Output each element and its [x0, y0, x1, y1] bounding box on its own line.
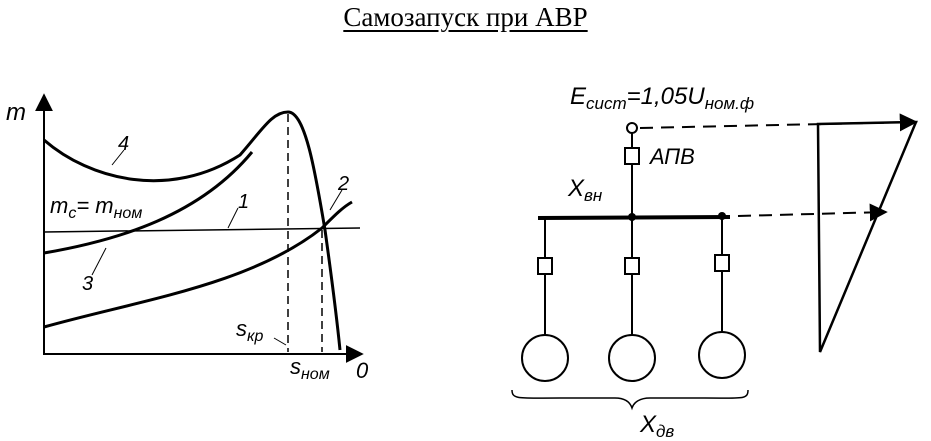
- voltage-arrow-top: [639, 113, 918, 132]
- curve-label-1: 1: [238, 191, 249, 213]
- bus-node-center: [628, 213, 636, 221]
- mc-line: [43, 227, 361, 233]
- motor-1: [521, 334, 569, 382]
- curve-3: [43, 151, 254, 255]
- s-nom-label: sном: [290, 354, 330, 383]
- x-vn-label: Xвн: [567, 175, 603, 205]
- motor-breaker-1: [537, 257, 553, 275]
- x-axis-label: 0: [356, 358, 369, 383]
- curve-lower: [43, 200, 353, 329]
- motor-breaker-2: [624, 257, 640, 275]
- leader-3: [91, 247, 107, 276]
- curve-label-3: 3: [82, 273, 93, 295]
- source-terminal: [626, 122, 638, 134]
- apv-breaker: [624, 147, 640, 165]
- motors-brace: [511, 389, 749, 411]
- diagram-title: Самозапуск при АВР: [343, 2, 588, 32]
- s-kr-label: sкр: [236, 316, 264, 345]
- circuit-labels: Eсист=1,05Uном.ф АПВ Xвн Xдв: [567, 83, 754, 441]
- graph-labels: m 0 4 1 2 3 mc= mном sкр sном: [6, 99, 369, 383]
- motor-branch-2: [608, 218, 656, 382]
- leader-2: [329, 189, 343, 211]
- motor-2: [608, 334, 656, 382]
- motor-branch-1: [521, 218, 569, 382]
- x-dv-label: Xдв: [639, 411, 674, 441]
- apv-label: АПВ: [648, 144, 695, 169]
- curve-4: [43, 110, 342, 351]
- torque-graph: [35, 93, 364, 363]
- bus-node-right: [718, 212, 726, 220]
- leader-1: [227, 207, 239, 229]
- y-axis-label: m: [6, 99, 26, 126]
- voltage-triangle: [816, 120, 918, 353]
- motor-breaker-3: [714, 254, 730, 272]
- motor-3: [698, 331, 746, 379]
- leader-skr: [273, 337, 287, 346]
- circuit: [511, 113, 918, 411]
- curve-label-2: 2: [337, 173, 349, 195]
- e-system-label: Eсист=1,05Uном.ф: [570, 83, 754, 113]
- voltage-arrow-bus: [737, 203, 888, 222]
- leader-4: [111, 149, 125, 166]
- curve-label-4: 4: [118, 133, 129, 155]
- mc-label: mc= mном: [50, 193, 142, 222]
- motor-branch-3: [698, 218, 746, 379]
